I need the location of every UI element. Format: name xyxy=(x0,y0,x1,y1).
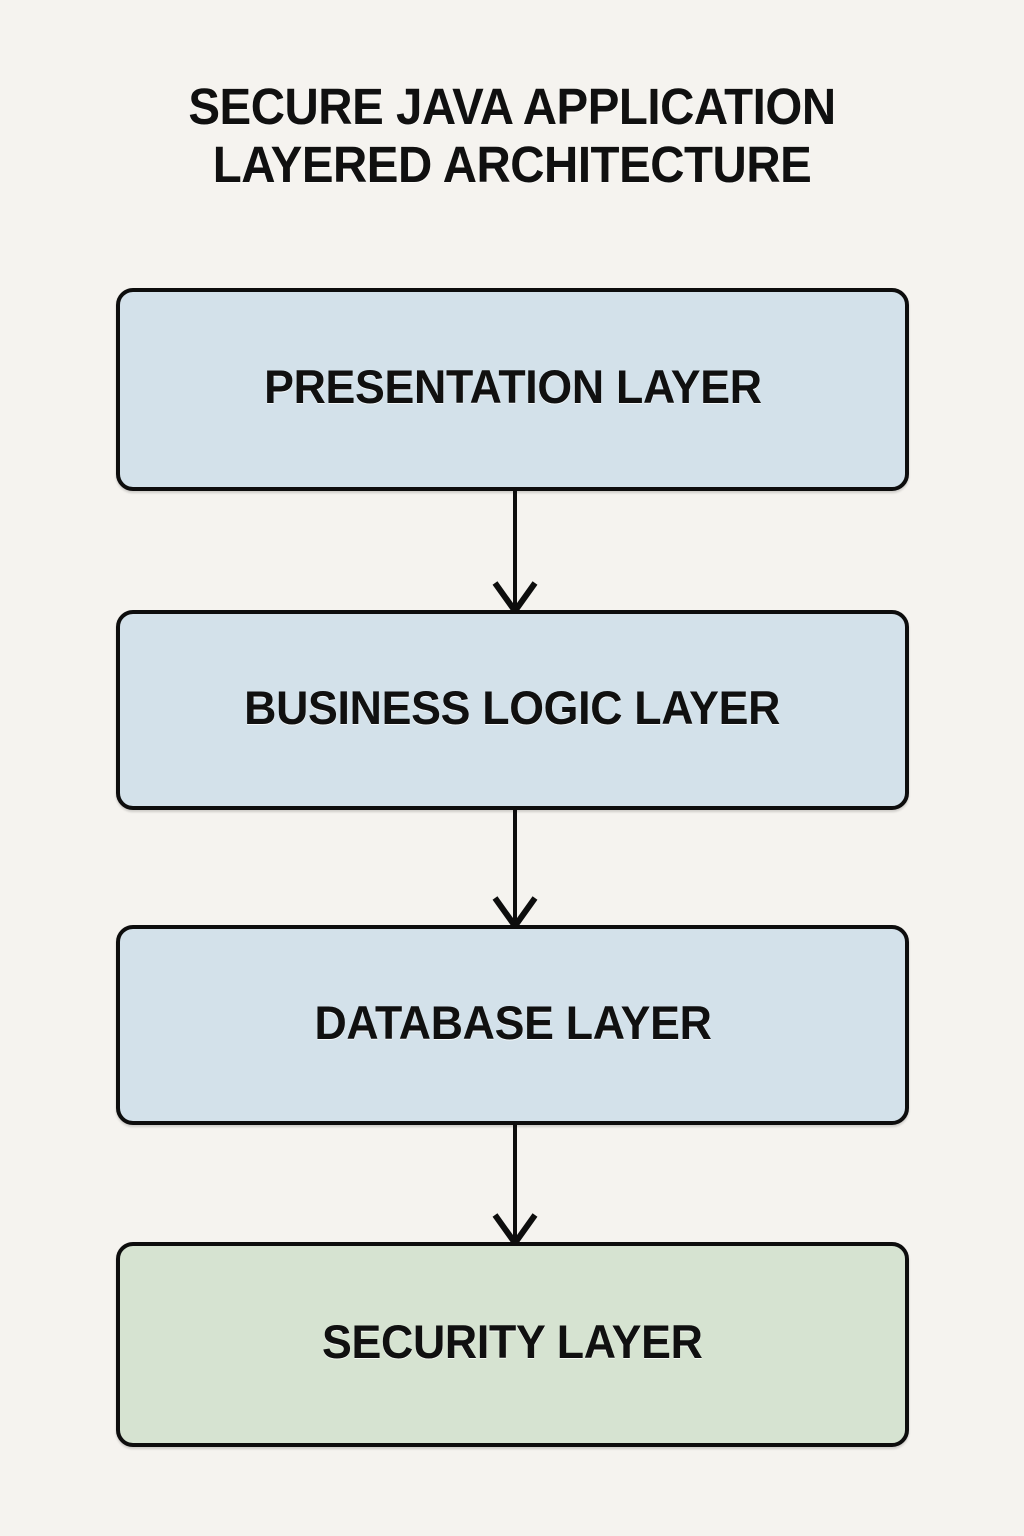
connector-arrow-database-to-security xyxy=(472,1123,558,1245)
page-title: SECURE JAVA APPLICATION LAYERED ARCHITEC… xyxy=(0,78,1024,194)
layer-node-presentation-label: PRESENTATION LAYER xyxy=(263,360,762,413)
layer-node-presentation[interactable]: PRESENTATION LAYER xyxy=(116,288,909,491)
connector-arrow-business-to-database xyxy=(472,808,558,928)
page-title-line-1: SECURE JAVA APPLICATION xyxy=(188,78,836,135)
layer-node-security[interactable]: SECURITY LAYER xyxy=(116,1242,909,1447)
page-title-line-2: LAYERED ARCHITECTURE xyxy=(212,136,812,193)
layer-node-security-label: SECURITY LAYER xyxy=(322,1315,703,1368)
layer-node-database-label: DATABASE LAYER xyxy=(313,995,712,1049)
layer-node-business-logic-label: BUSINESS LOGIC LAYER xyxy=(244,680,781,734)
connector-arrow-presentation-to-business xyxy=(472,489,558,613)
layer-node-database[interactable]: DATABASE LAYER xyxy=(116,925,909,1125)
arrow-down-icon xyxy=(492,1123,538,1245)
layer-node-business-logic[interactable]: BUSINESS LOGIC LAYER xyxy=(116,610,909,810)
arrow-down-icon xyxy=(492,489,538,613)
arrow-down-icon xyxy=(492,808,538,928)
